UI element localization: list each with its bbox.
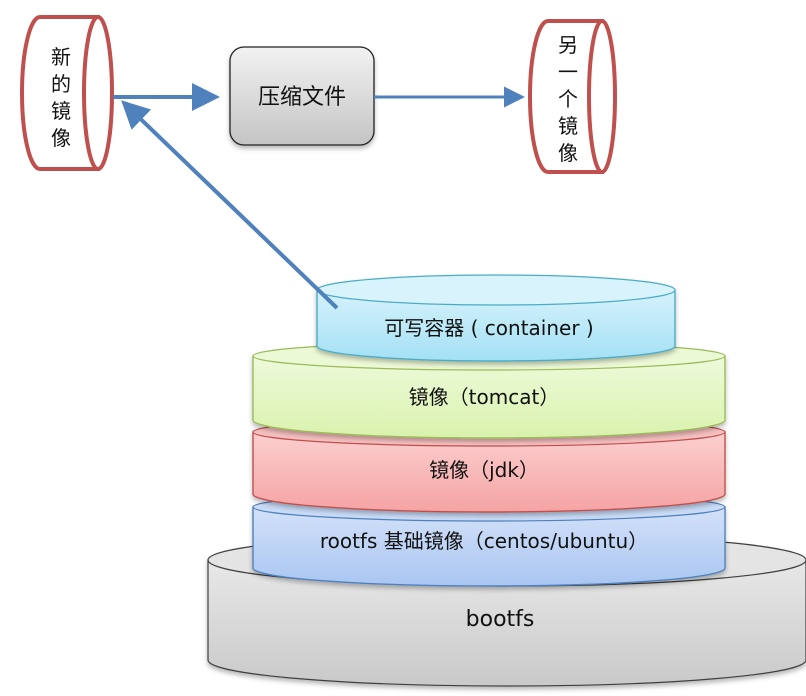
compress-box-label: 压缩文件 — [258, 85, 346, 110]
layer-container — [316, 274, 676, 362]
source-image-char-3: 镜 — [51, 99, 71, 123]
layer-label-jdk: 镜像（jdk） — [429, 458, 539, 482]
layer-label-container: 可写容器 ( container ) — [384, 316, 593, 340]
layer-label-bootfs: bootfs — [466, 607, 535, 632]
target-image-cylinder — [528, 19, 617, 174]
source-image-char-4: 像 — [51, 126, 71, 150]
layer-label-rootfs: rootfs 基础镜像（centos/ubuntu） — [320, 529, 648, 553]
commit-arrow — [121, 100, 339, 310]
layer-label-tomcat: 镜像（tomcat） — [409, 385, 560, 409]
target-image-char-3: 个 — [558, 87, 578, 111]
target-image-char-2: 一 — [558, 60, 578, 84]
source-image-char-2: 的 — [51, 72, 71, 96]
target-image-char-5: 像 — [558, 141, 578, 165]
target-image-char-4: 镜 — [558, 114, 578, 138]
target-image-char-1: 另 — [558, 33, 578, 57]
source-image-char-1: 新 — [51, 45, 71, 69]
source-image-cylinder — [20, 15, 114, 171]
